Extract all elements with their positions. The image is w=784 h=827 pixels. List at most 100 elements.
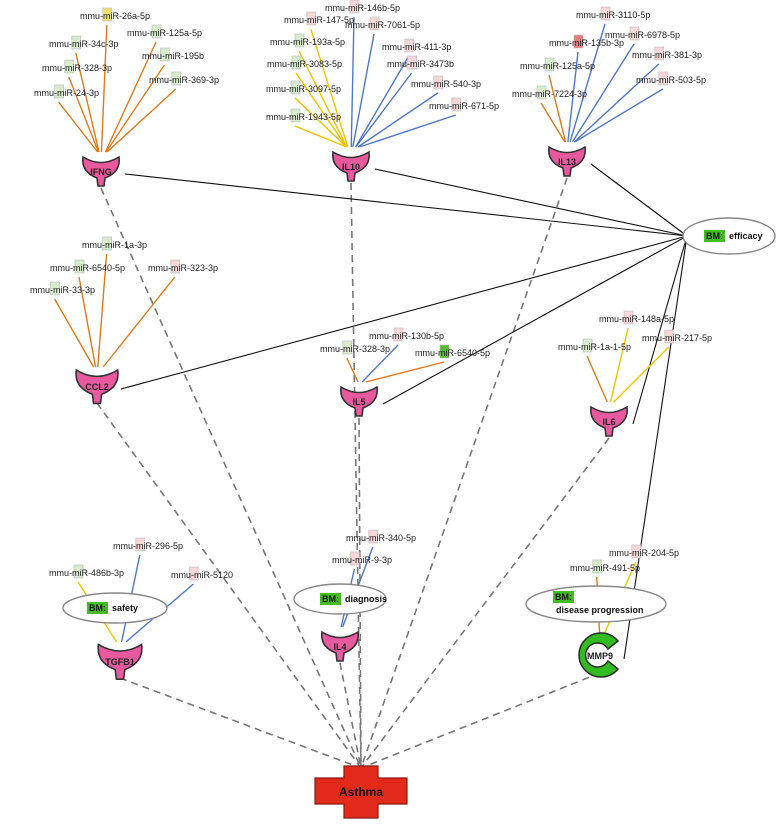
- mirna-expression-box: [451, 97, 462, 112]
- mirna-node-mmu-mir-3110-5p[interactable]: mmu-miR-3110-5p: [576, 6, 650, 21]
- gene-node-il5[interactable]: IL5: [339, 385, 379, 417]
- mirna-node-mmu-mir-1943-5p[interactable]: mmu-miR-1943-5p: [266, 108, 341, 123]
- mirna-node-mmu-mir-491-5p[interactable]: mmu-miR-491-5p: [570, 559, 640, 574]
- gene-node-mmp9[interactable]: MMP9: [578, 632, 620, 678]
- disease-edge-mmp9: [360, 672, 601, 769]
- mirna-node-mmu-mir-6540-5p[interactable]: mmu-miR-6540-5p: [50, 259, 125, 274]
- biomarker-tag: BM:: [322, 594, 339, 604]
- mirna-expression-box: [54, 84, 64, 99]
- biomarker-node-diagnosis[interactable]: BM: diagnosis: [293, 583, 387, 615]
- disease-cross-shape: [314, 765, 408, 819]
- mirna-node-mmu-mir-323-3p[interactable]: mmu-miR-323-3p: [148, 259, 218, 274]
- disease-edge-ifng: [100, 187, 362, 769]
- mirna-expression-box: [73, 564, 84, 579]
- mirna-node-mmu-mir-7061-5p[interactable]: mmu-miR-7061-5p: [345, 16, 420, 31]
- gene-node-tgfb1[interactable]: TGFB1: [97, 643, 143, 680]
- mirna-node-mmu-mir-671-5p[interactable]: mmu-miR-671-5p: [429, 97, 499, 112]
- mirna-node-mmu-mir-381-3p[interactable]: mmu-miR-381-3p: [632, 46, 702, 61]
- mirna-edge-mmu-mir-24-3p-ifng: [58, 101, 99, 153]
- mirna-node-mmu-mir-7224-3p[interactable]: mmu-miR-7224-3p: [512, 85, 587, 100]
- gene-shape: [97, 643, 143, 680]
- biomarker-edge-il13: [590, 163, 688, 237]
- mirna-node-mmu-mir-33-3p[interactable]: mmu-miR-33-3p: [30, 281, 95, 296]
- biomarker-ellipse: [682, 217, 776, 255]
- mirna-node-mmu-mir-328-3p[interactable]: mmu-miR-328-3p: [42, 59, 112, 74]
- biomarker-tag-bg: [87, 602, 108, 614]
- mirna-node-mmu-mir-125a-5p[interactable]: mmu-miR-125a-5p: [127, 24, 202, 39]
- mirna-node-mmu-mir-9-3p[interactable]: mmu-miR-9-3p: [332, 551, 392, 566]
- mirna-node-mmu-mir-3083-5p[interactable]: mmu-miR-3083-5p: [267, 55, 342, 70]
- disease-edge-ccl2: [96, 402, 362, 769]
- mirna-expression-box: [135, 537, 146, 552]
- mirna-label: mmu-miR-7224-3p: [512, 89, 587, 99]
- mirna-node-mmu-mir-411-3p[interactable]: mmu-miR-411-3p: [382, 38, 451, 53]
- mirna-node-mmu-mir-3473b[interactable]: mmu-miR-3473b: [387, 55, 454, 70]
- mirna-node-mmu-mir-146b-5p[interactable]: mmu-miR-146b-5p: [325, 0, 400, 14]
- mirna-node-mmu-mir-296-5p[interactable]: mmu-miR-296-5p: [113, 537, 183, 552]
- mirna-node-mmu-mir-5120[interactable]: mmu-miR-5120: [171, 566, 233, 581]
- gene-node-ccl2[interactable]: CCL2: [75, 368, 119, 405]
- mirna-label: mmu-miR-1a-1-5p: [558, 342, 631, 352]
- disease-node-asthma[interactable]: Asthma: [314, 765, 408, 819]
- biomarker-label: diagnosis: [345, 594, 387, 604]
- mirna-edge-mmu-mir-411-3p-il10: [355, 55, 410, 148]
- mirna-node-mmu-mir-217-5p[interactable]: mmu-miR-217-5p: [642, 329, 712, 344]
- gene-shape: [331, 150, 371, 182]
- mirna-node-mmu-mir-26a-5p[interactable]: mmu-miR-26a-5p: [80, 7, 150, 22]
- gene-shape: [81, 155, 121, 187]
- gene-node-il13[interactable]: IL13: [547, 145, 587, 177]
- mirna-node-mmu-mir-1a-3p[interactable]: mmu-miR-1a-3p: [82, 236, 147, 251]
- mirna-edge-mmu-mir-540-3p-il10: [357, 92, 439, 148]
- mirna-label: mmu-miR-503-5p: [636, 75, 706, 85]
- mirna-label: mmu-miR-147-5p: [284, 15, 354, 25]
- biomarker-tag: BM:: [706, 231, 723, 241]
- mirna-node-mmu-mir-193a-5p[interactable]: mmu-miR-193a-5p: [270, 33, 345, 48]
- mirna-node-mmu-mir-1a-1-5p[interactable]: mmu-miR-1a-1-5p: [558, 338, 631, 353]
- mirna-node-mmu-mir-24-3p[interactable]: mmu-miR-24-3p: [34, 84, 99, 99]
- biomarker-tag-bg: [704, 230, 725, 242]
- mirna-node-mmu-mir-340-5p[interactable]: mmu-miR-340-5p: [346, 529, 416, 544]
- mirna-node-mmu-mir-503-5p[interactable]: mmu-miR-503-5p: [636, 71, 706, 86]
- biomarker-node-progression[interactable]: BM:disease progression: [525, 585, 667, 623]
- mirna-label: mmu-miR-486b-3p: [49, 568, 124, 578]
- mirna-label: mmu-miR-146b-5p: [325, 3, 400, 13]
- mirna-nodes: mmu-miR-26a-5p mmu-miR-125a-5p mmu-miR-34c…: [30, 0, 712, 581]
- mirna-node-mmu-mir-328-3p[interactable]: mmu-miR-328-3p: [320, 340, 390, 355]
- mirna-node-mmu-mir-204-5p[interactable]: mmu-miR-204-5p: [609, 544, 679, 559]
- gene-shape: [320, 630, 360, 662]
- gene-node-il6[interactable]: IL6: [589, 405, 629, 437]
- mirna-node-mmu-mir-6978-5p[interactable]: mmu-miR-6978-5p: [605, 26, 680, 41]
- biomarker-node-safety[interactable]: BM:safety: [62, 592, 168, 624]
- mirna-expression-box: [629, 26, 640, 41]
- gene-label: IL10: [342, 162, 360, 172]
- gene-node-il4[interactable]: IL4: [320, 630, 360, 662]
- mirna-node-mmu-mir-125a-5p[interactable]: mmu-miR-125a-5p: [520, 57, 595, 72]
- biomarker-edge-il10: [374, 168, 688, 237]
- mirna-edge-mmu-mir-34c-3p-ifng: [75, 52, 100, 153]
- mirna-node-mmu-mir-130b-5p[interactable]: mmu-miR-130b-5p: [369, 327, 444, 342]
- mirna-label: mmu-miR-296-5p: [113, 541, 183, 551]
- mirna-node-mmu-mir-486b-3p[interactable]: mmu-miR-486b-3p: [49, 564, 124, 579]
- gene-node-ifng[interactable]: IFNG: [81, 155, 121, 187]
- mirna-node-mmu-mir-135b-3p[interactable]: mmu-miR-135b-3p: [549, 34, 624, 49]
- mirna-node-mmu-mir-148a-5p[interactable]: mmu-miR-148a-5p: [599, 310, 674, 325]
- gene-label: IL5: [352, 397, 365, 407]
- mirna-edge-mmu-mir-147-5p-il10: [310, 28, 349, 148]
- mirna-node-mmu-mir-540-3p[interactable]: mmu-miR-540-3p: [411, 75, 481, 90]
- mirna-node-mmu-mir-34c-3p[interactable]: mmu-miR-34c-3p: [49, 35, 119, 50]
- mirna-expression-box: [439, 344, 450, 359]
- disease-edge-il13: [360, 177, 568, 769]
- biomarker-node-efficacy[interactable]: BM:efficacy: [682, 217, 776, 255]
- mirna-node-mmu-mir-3097-5p[interactable]: mmu-miR-3097-5p: [266, 80, 341, 95]
- mirna-node-mmu-mir-369-3p[interactable]: mmu-miR-369-3p: [149, 71, 219, 86]
- gene-shape: [339, 385, 379, 417]
- mirna-expression-box: [433, 75, 444, 90]
- mirna-node-mmu-mir-195b[interactable]: mmu-miR-195b: [142, 47, 204, 62]
- mirna-node-mmu-mir-6540-5p[interactable]: mmu-miR-6540-5p: [415, 344, 490, 359]
- mirna-node-mmu-mir-147-5p[interactable]: mmu-miR-147-5p: [284, 11, 354, 26]
- gene-node-il10[interactable]: IL10: [331, 150, 371, 182]
- biomarker-ellipse: [62, 592, 168, 624]
- mirna-label: mmu-miR-33-3p: [30, 285, 95, 295]
